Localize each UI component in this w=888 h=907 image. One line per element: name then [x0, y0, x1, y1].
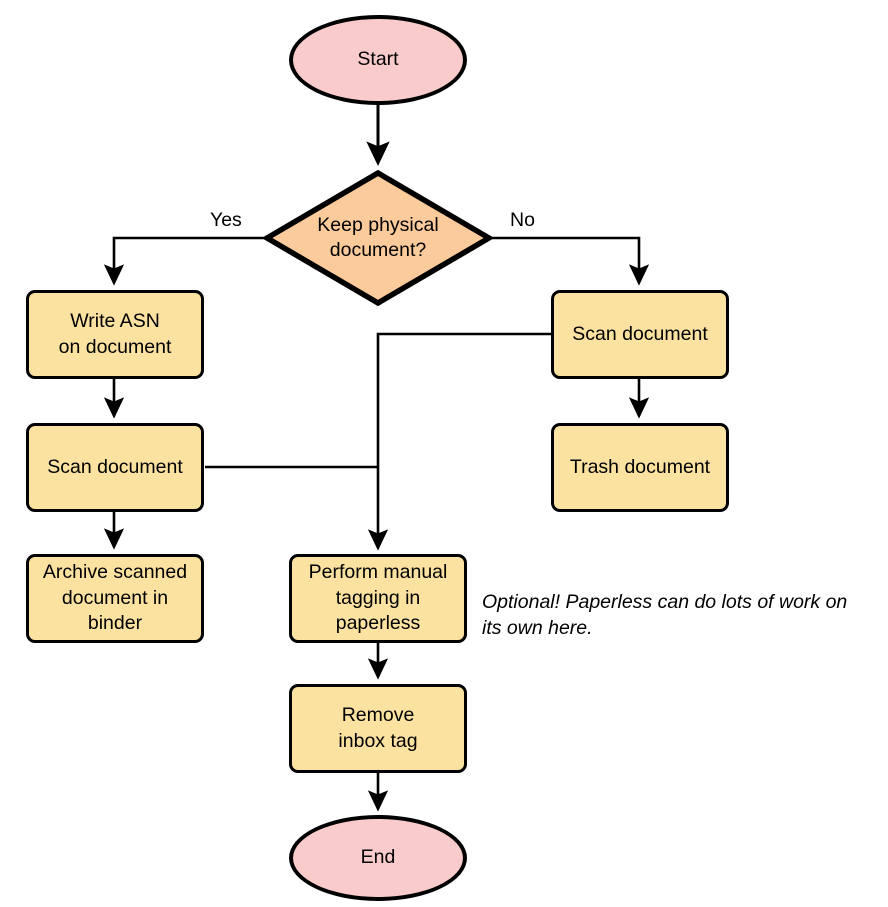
node-start[interactable]: Start	[289, 15, 467, 105]
node-scan-document-left-label: Scan document	[47, 455, 183, 478]
node-remove-inbox-label: Remove inbox tag	[338, 703, 417, 754]
node-archive-label: Archive scanned document in binder	[43, 560, 187, 636]
node-write-asn-label-line1: Write ASN	[70, 310, 160, 333]
node-scan-document-right[interactable]: Scan document	[551, 290, 729, 379]
annotation-line2: its own here.	[482, 616, 593, 639]
node-write-asn-label-line2: on document	[58, 335, 172, 358]
node-tagging-label-line3: paperless	[335, 612, 421, 635]
node-start-label: Start	[357, 48, 399, 71]
node-write-asn-label: Write ASN on document	[59, 309, 172, 360]
node-tagging-label: Perform manual tagging in paperless	[309, 560, 448, 636]
node-archive-label-line1: Archive scanned	[42, 561, 188, 584]
node-trash-document[interactable]: Trash document	[551, 423, 729, 512]
node-perform-manual-tagging[interactable]: Perform manual tagging in paperless	[289, 554, 467, 643]
node-tagging-label-line1: Perform manual	[308, 561, 448, 584]
edge-decision-yes-to-write-asn	[103, 236, 265, 286]
node-archive-label-line2: document in	[61, 586, 169, 609]
node-remove-inbox-tag[interactable]: Remove inbox tag	[289, 684, 467, 773]
edge-decision-no-to-scan-right	[491, 236, 650, 286]
node-end[interactable]: End	[289, 815, 467, 901]
node-tagging-label-line2: tagging in	[335, 586, 421, 609]
diamond-shape	[264, 170, 492, 306]
node-remove-inbox-label-line2: inbox tag	[338, 729, 418, 752]
annotation-optional-paperless: Optional! Paperless can do lots of work …	[482, 590, 882, 642]
node-decision-keep-physical-document[interactable]: Keep physical document?	[264, 170, 492, 306]
node-remove-inbox-label-line1: Remove	[341, 704, 415, 727]
node-scan-document-left[interactable]: Scan document	[26, 423, 204, 512]
edge-label-yes: Yes	[210, 209, 242, 231]
node-trash-document-label: Trash document	[569, 455, 711, 478]
node-scan-document-right-label: Scan document	[572, 322, 708, 345]
edge-scan-right-to-tagging	[367, 332, 552, 551]
annotation-line1: Optional! Paperless can do lots of work …	[482, 591, 848, 613]
edge-label-no: No	[510, 209, 535, 231]
node-archive-scanned-document[interactable]: Archive scanned document in binder	[26, 554, 204, 643]
node-archive-label-line3: binder	[87, 612, 143, 635]
node-write-asn-on-document[interactable]: Write ASN on document	[26, 290, 204, 379]
node-end-label: End	[360, 846, 396, 869]
